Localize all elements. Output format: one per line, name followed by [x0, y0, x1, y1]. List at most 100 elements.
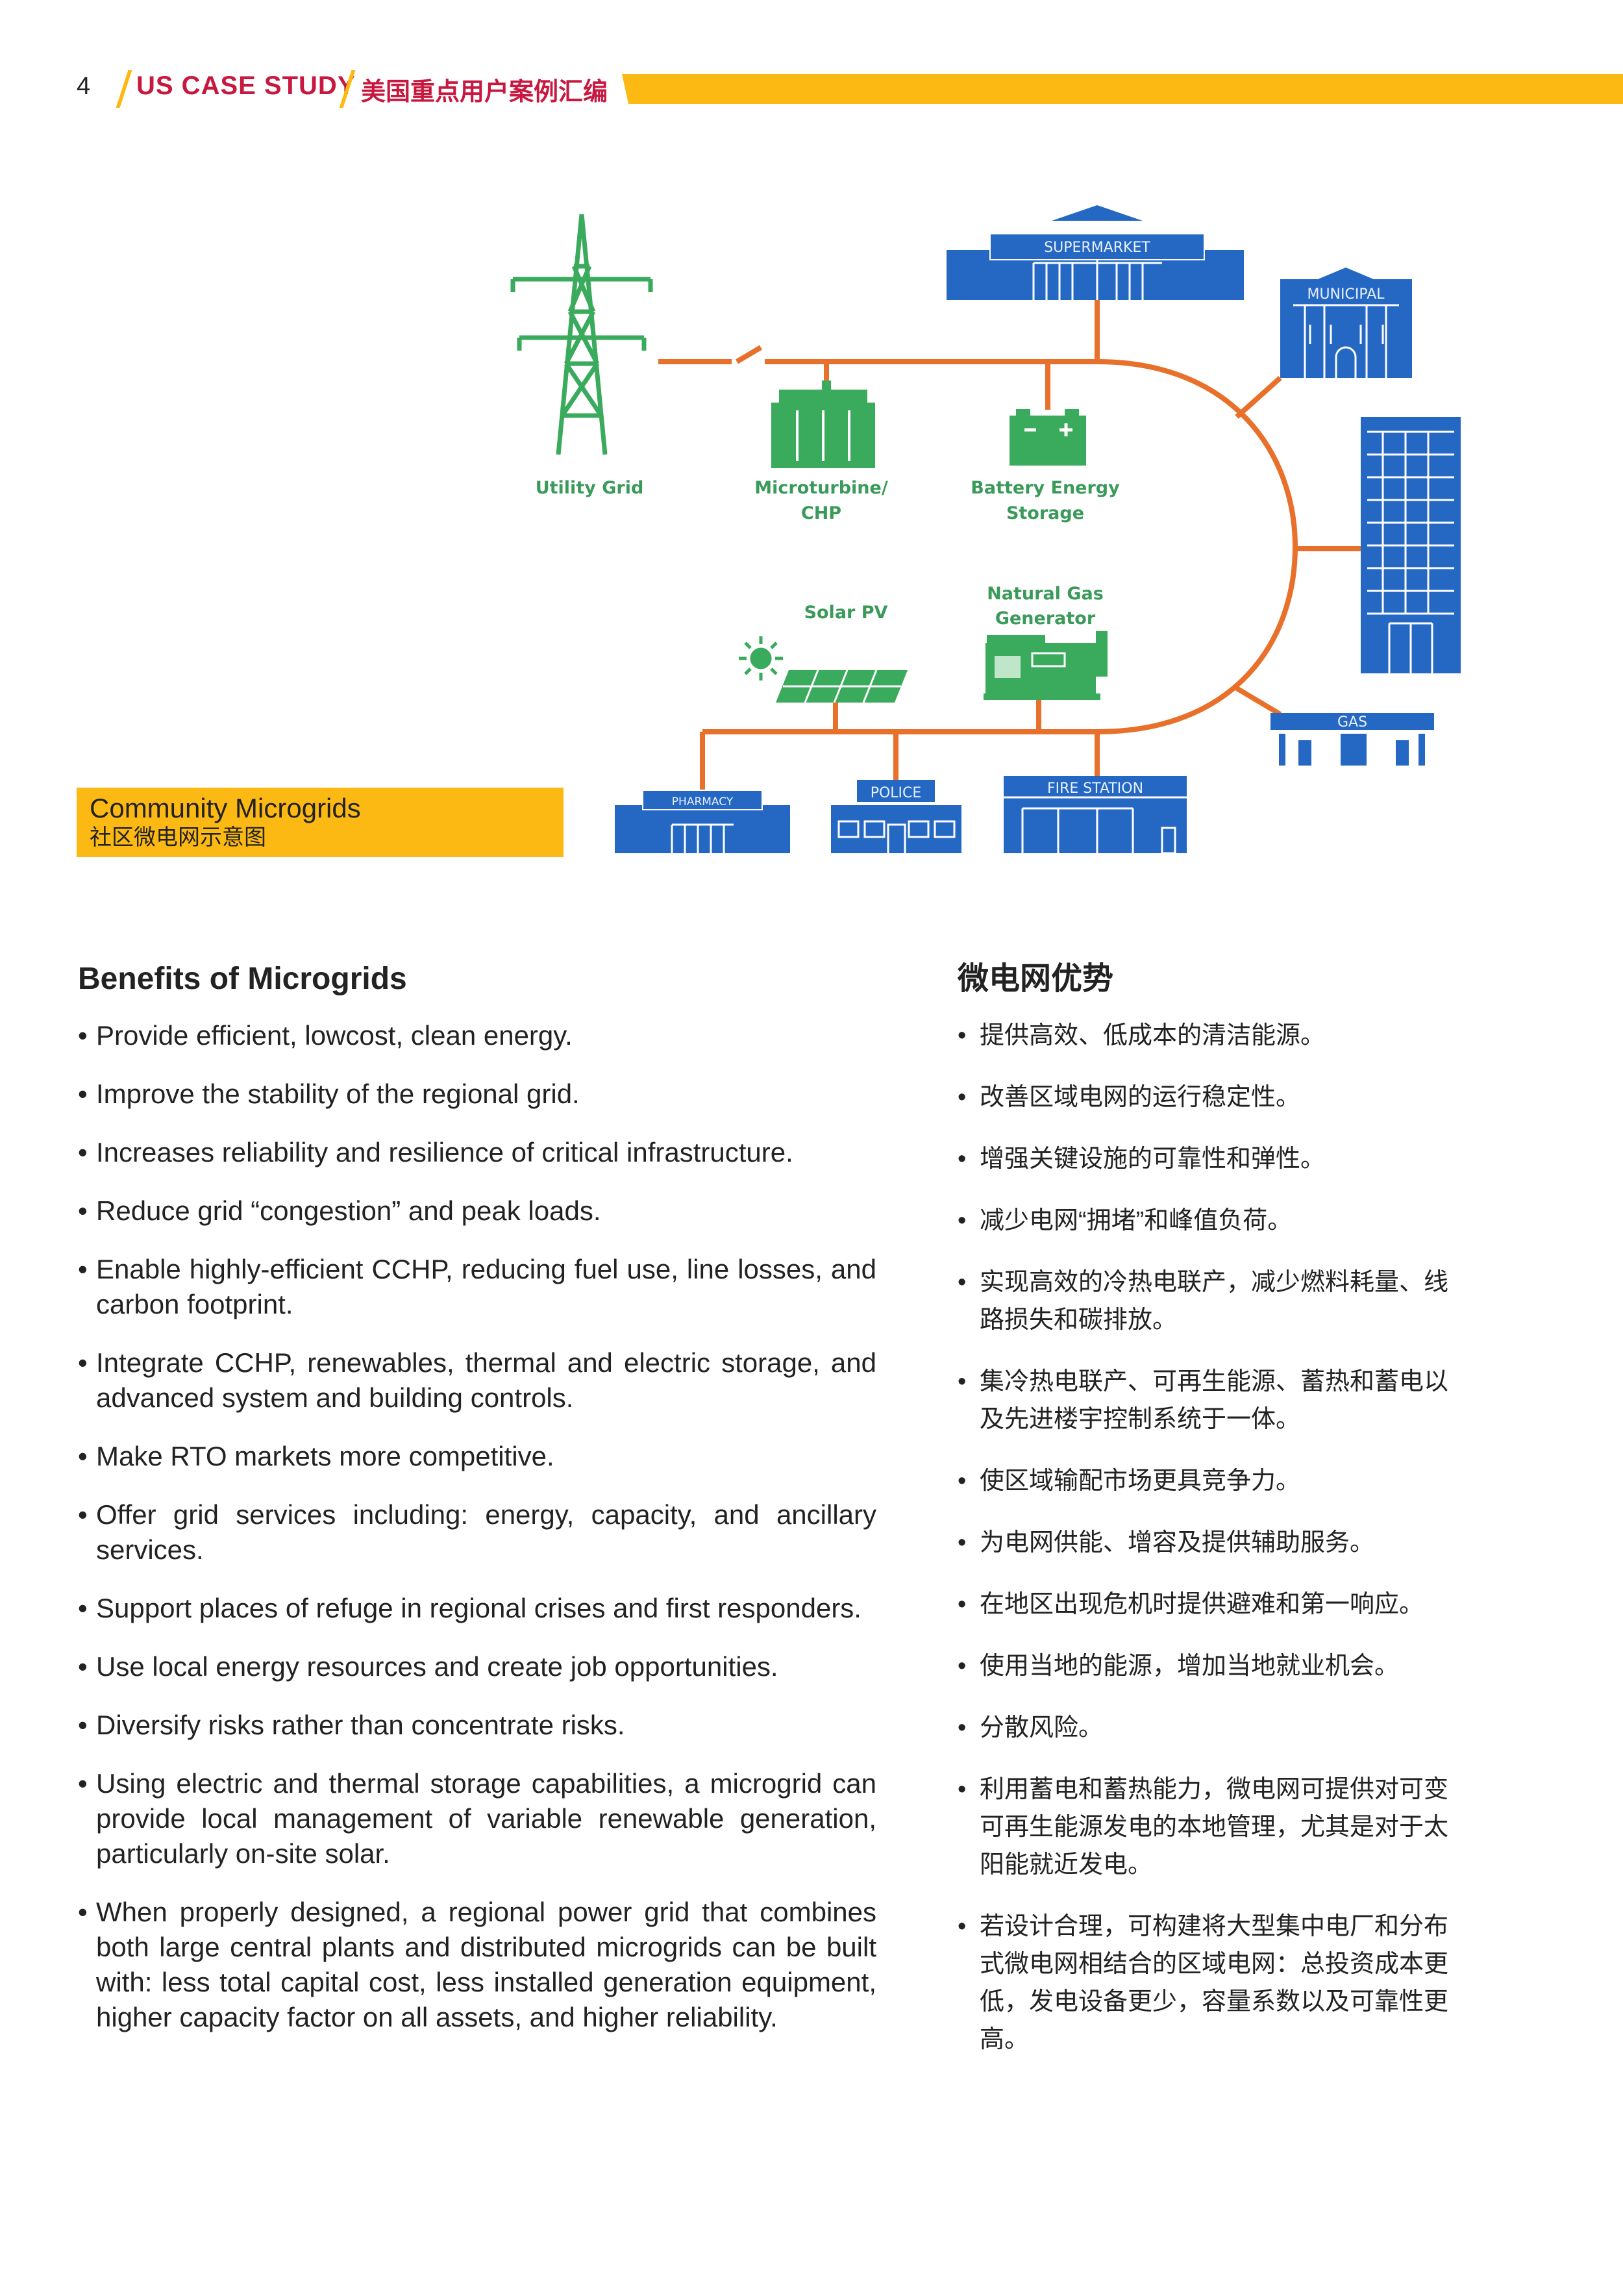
list-item-text: 集冷热电联产、可再生能源、蓄热和蓄电以及先进楼宇控制系统于一体。	[980, 1368, 1449, 1433]
solar-label: Solar PV	[804, 603, 888, 623]
caption-cn: 社区微电网示意图	[90, 825, 266, 850]
caption-en: Community Microgrids	[90, 793, 361, 823]
microturbine-label-line2: CHP	[801, 503, 841, 523]
bullet-icon: •	[78, 1079, 88, 1109]
bullet-icon: •	[78, 1347, 88, 1378]
microturbine-label: Microturbine/	[754, 478, 888, 498]
bullet-icon: •	[78, 1020, 88, 1051]
list-item-text: 在地区出现危机时提供避难和第一响应。	[980, 1591, 1424, 1618]
list-item-text: Use local energy resources and create jo…	[96, 1651, 778, 1682]
list-item: • Enable highly-efficient CCHP, reducing …	[78, 1252, 876, 1322]
page-number: 4	[77, 73, 91, 100]
bullet-icon: •	[958, 1913, 967, 1940]
list-item-text: When properly designed, a regional power…	[96, 1897, 876, 2032]
list-item-text: 若设计合理，可构建将大型集中电厂和分布式微电网相结合的区域电网：总投资成本更低，…	[980, 1913, 1449, 2053]
list-item: •提供高效、低成本的清洁能源。	[958, 1017, 1470, 1054]
list-item: • Use local energy resources and create j…	[78, 1649, 876, 1684]
bullet-icon: •	[958, 1145, 967, 1173]
list-item-text: Using electric and thermal storage capab…	[96, 1768, 876, 1869]
fire-station-label: FIRE STATION	[1047, 780, 1143, 797]
pharmacy-building-icon	[615, 790, 790, 853]
list-item: •为电网供能、增容及提供辅助服务。	[958, 1524, 1470, 1562]
header-title-en: US CASE STUDY	[136, 71, 356, 100]
list-item: • Using electric and thermal storage capa…	[78, 1766, 876, 1871]
bullet-icon: •	[958, 1529, 967, 1556]
microturbine-icon	[771, 381, 875, 468]
police-building-icon	[831, 780, 961, 853]
bullet-icon: •	[958, 1207, 967, 1234]
list-item: • Integrate CCHP, renewables, thermal and…	[78, 1345, 876, 1416]
transmission-tower-icon	[510, 214, 653, 455]
bullet-icon: •	[78, 1593, 88, 1623]
bullet-icon: •	[78, 1651, 88, 1682]
bullet-icon: •	[958, 1591, 967, 1618]
list-item-text: Improve the stability of the regional gr…	[96, 1079, 580, 1109]
bullet-icon: •	[958, 1776, 967, 1803]
bullet-icon: •	[78, 1897, 88, 1927]
diagram-caption: Community Microgrids 社区微电网示意图	[77, 788, 564, 857]
bullet-icon: •	[958, 1714, 967, 1741]
list-item: •减少电网“拥堵”和峰值负荷。	[958, 1202, 1470, 1240]
benefits-cn-list: •提供高效、低成本的清洁能源。•改善区域电网的运行稳定性。•增强关键设施的可靠性…	[958, 1017, 1470, 2058]
list-item-text: 改善区域电网的运行稳定性。	[980, 1084, 1301, 1111]
gas-label: GAS	[1337, 714, 1367, 730]
list-item-text: 利用蓄电和蓄热能力，微电网可提供对可变可再生能源发电的本地管理，尤其是对于太阳能…	[980, 1776, 1449, 1878]
list-item: •Offer grid services including: energy, …	[78, 1497, 876, 1567]
list-item-text: 使用当地的能源，增加当地就业机会。	[980, 1653, 1400, 1680]
battery-label: Battery Energy	[971, 478, 1120, 498]
bullet-icon: •	[78, 1195, 88, 1226]
community-microgrid-diagram: Utility Grid Microturbine/ CHP Battery E…	[510, 205, 1461, 855]
bullet-icon: •	[78, 1254, 88, 1284]
bullet-icon: •	[78, 1441, 88, 1471]
list-item: • Increases reliability and resilience of…	[78, 1135, 876, 1170]
bullet-icon: •	[958, 1653, 967, 1680]
grid-lines	[658, 300, 1361, 790]
list-item-text: 增强关键设施的可靠性和弹性。	[980, 1145, 1326, 1173]
generator-label-line2: Generator	[995, 608, 1096, 629]
list-item-text: Integrate CCHP, renewables, thermal and …	[96, 1347, 876, 1413]
list-item: •集冷热电联产、可再生能源、蓄热和蓄电以及先进楼宇控制系统于一体。	[958, 1363, 1470, 1438]
list-item-text: Provide efficient, lowcost, clean energy…	[96, 1020, 573, 1051]
supermarket-label: SUPERMARKET	[1044, 240, 1150, 256]
list-item: •Make RTO markets more competitive.	[78, 1439, 876, 1474]
list-item-text: Support places of refuge in regional cri…	[96, 1593, 861, 1623]
list-item-text: 分散风险。	[980, 1714, 1104, 1741]
list-item: • Diversify risks rather than concentrate…	[78, 1708, 876, 1743]
bullet-icon: •	[78, 1137, 88, 1167]
list-item: • 使用当地的能源，增加当地就业机会。	[958, 1647, 1470, 1685]
list-item-text: 实现高效的冷热电联产，减少燃料耗量、线路损失和碳排放。	[980, 1269, 1449, 1334]
list-item-text: Enable highly-efficient CCHP, reducing f…	[96, 1254, 876, 1319]
list-item: • When properly designed, a regional powe…	[78, 1895, 876, 2035]
municipal-label: MUNICIPAL	[1307, 286, 1385, 303]
benefits-en-list: • Provide efficient, lowcost, clean energ…	[78, 1018, 876, 2035]
list-item-text: Reduce grid “congestion” and peak loads.	[96, 1195, 601, 1226]
benefits-en-heading: Benefits of Microgrids	[78, 962, 407, 996]
generator-icon	[984, 631, 1108, 700]
sun-icon	[739, 636, 783, 680]
bullet-icon: •	[958, 1467, 967, 1495]
list-item: • Reduce grid “congestion” and peak loads…	[78, 1193, 876, 1229]
utility-switch-line	[658, 345, 1097, 364]
bullet-icon: •	[78, 1768, 88, 1799]
list-item-text: 提供高效、低成本的清洁能源。	[980, 1022, 1326, 1049]
header-title-cn: 美国重点用户案例汇编	[361, 79, 608, 106]
list-item: • Provide efficient, lowcost, clean energ…	[78, 1018, 876, 1053]
battery-icon	[1010, 409, 1086, 466]
list-item-text: Diversify risks rather than concentrate …	[96, 1710, 625, 1740]
benefits-cn-heading: 微电网优势	[958, 962, 1114, 996]
municipal-building-icon	[1280, 268, 1412, 378]
benefits-cn-section: 微电网优势 •提供高效、低成本的清洁能源。•改善区域电网的运行稳定性。•增强关键…	[958, 960, 1470, 2082]
office-tower-building-icon	[1361, 417, 1461, 673]
solar-panel-icon	[776, 669, 908, 703]
list-item: • Support places of refuge in regional cr…	[78, 1591, 876, 1626]
gas-station-building-icon	[1270, 713, 1434, 766]
list-item: • 若设计合理，可构建将大型集中电厂和分布式微电网相结合的区域电网：总投资成本更低…	[958, 1908, 1470, 2058]
bullet-icon: •	[78, 1710, 88, 1740]
battery-label-line2: Storage	[1006, 503, 1084, 523]
list-item: • Improve the stability of the regional g…	[78, 1077, 876, 1112]
list-item-text: Increases reliability and resilience of …	[96, 1137, 793, 1167]
list-item: • 改善区域电网的运行稳定性。	[958, 1079, 1470, 1116]
header-accent-bar	[622, 74, 1623, 104]
bullet-icon: •	[958, 1084, 967, 1111]
bullet-icon: •	[78, 1499, 88, 1530]
